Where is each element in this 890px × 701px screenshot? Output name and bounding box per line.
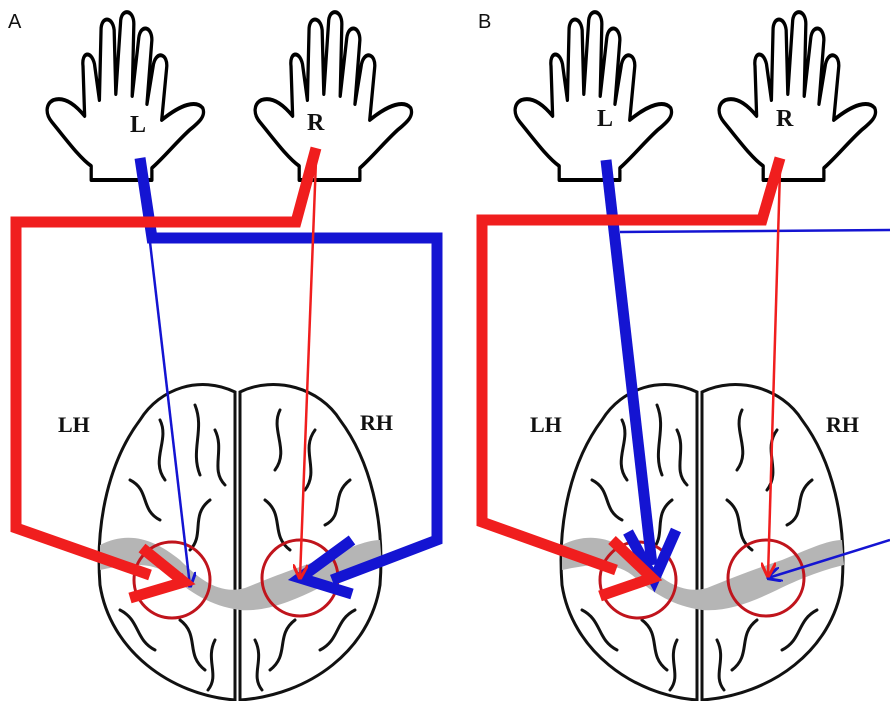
panel-b-left-hand-label: L (597, 106, 613, 132)
panel-a-brain-image (99, 385, 382, 700)
panel-a-letter: A (8, 11, 22, 33)
panel-b-brain-image (561, 385, 844, 700)
panel-a-right-hand-label: R (307, 110, 325, 136)
panel-a: A LH RH L R (8, 11, 437, 700)
panel-a-left-hand-icon (47, 12, 203, 180)
panel-a-right-hemisphere-label: RH (360, 410, 393, 435)
panel-b-left-hemisphere-label: LH (530, 412, 562, 437)
panel-b-right-hand-icon (719, 12, 875, 180)
panel-a-left-hemisphere-label: LH (58, 412, 90, 437)
panel-b: B LH RH L R (478, 11, 890, 700)
panel-a-right-hand-icon (255, 12, 411, 180)
panel-b-right-hemisphere-label: RH (826, 412, 859, 437)
panel-b-right-hand-label: R (776, 106, 794, 132)
panel-a-left-hand-label: L (130, 112, 146, 138)
panel-b-letter: B (478, 11, 491, 33)
panel-b-left-hand-icon (515, 12, 671, 180)
